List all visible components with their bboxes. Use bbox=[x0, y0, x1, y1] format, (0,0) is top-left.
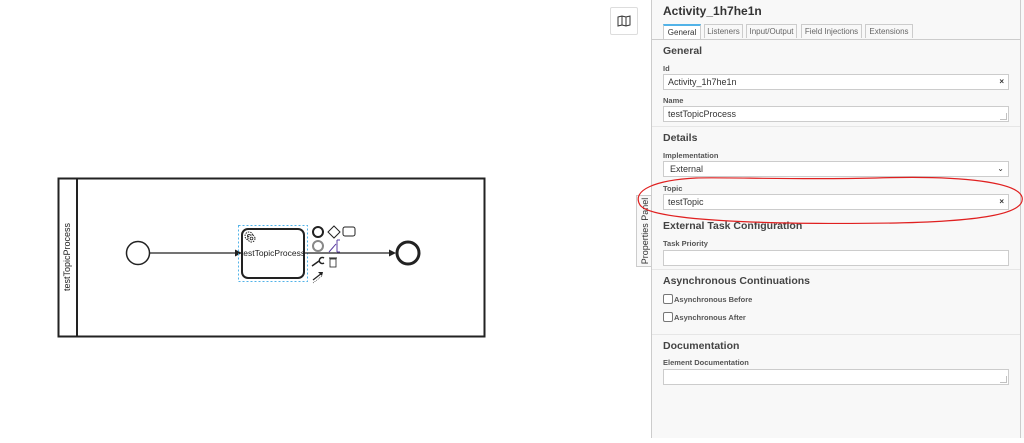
clear-icon[interactable]: × bbox=[999, 197, 1004, 206]
element-documentation-textarea[interactable] bbox=[663, 369, 1009, 385]
async-before-checkbox[interactable]: Asynchronous Before bbox=[663, 294, 752, 304]
section-external-task: External Task Configuration Task Priorit… bbox=[652, 214, 1020, 270]
element-documentation-label: Element Documentation bbox=[663, 358, 749, 367]
map-icon bbox=[617, 15, 631, 27]
async-after-label: Asynchronous After bbox=[674, 312, 746, 322]
implementation-label: Implementation bbox=[663, 151, 719, 160]
section-heading: Asynchronous Continuations bbox=[663, 275, 810, 287]
bpmn-diagram[interactable]: testTopicProcess testTopicProcess bbox=[0, 0, 651, 438]
topic-label: Topic bbox=[663, 184, 683, 193]
trash-icon[interactable] bbox=[329, 257, 337, 268]
checkbox-icon[interactable] bbox=[663, 294, 673, 304]
checkbox-icon[interactable] bbox=[663, 312, 673, 322]
properties-panel-toggle[interactable]: Properties Panel bbox=[636, 195, 652, 267]
async-before-label: Asynchronous Before bbox=[674, 294, 753, 304]
append-gateway-icon[interactable] bbox=[327, 225, 341, 239]
name-value: testTopicProcess bbox=[668, 109, 737, 119]
section-heading: Documentation bbox=[663, 340, 740, 352]
section-async: Asynchronous Continuations Asynchronous … bbox=[652, 270, 1020, 335]
context-pad[interactable] bbox=[311, 225, 356, 284]
async-after-checkbox[interactable]: Asynchronous After bbox=[663, 312, 746, 322]
minimap-toggle-button[interactable] bbox=[610, 7, 638, 35]
tab-general[interactable]: General bbox=[663, 24, 701, 39]
tab-listeners[interactable]: Listeners bbox=[704, 24, 743, 38]
implementation-select[interactable]: External ⌄ bbox=[663, 161, 1009, 177]
element-title: Activity_1h7he1n bbox=[663, 4, 762, 18]
section-details: Details Implementation External ⌄ Topic … bbox=[652, 127, 1020, 213]
tab-input-output[interactable]: Input/Output bbox=[746, 24, 797, 38]
clear-icon[interactable]: × bbox=[999, 77, 1004, 86]
tab-extensions[interactable]: Extensions bbox=[865, 24, 913, 38]
connect-icon[interactable] bbox=[312, 272, 323, 284]
id-label: Id bbox=[663, 64, 670, 73]
gear-icon bbox=[244, 231, 256, 243]
task-label: testTopicProcess bbox=[241, 248, 305, 258]
properties-panel: Activity_1h7he1n General Listeners Input… bbox=[651, 0, 1024, 438]
append-task-icon[interactable] bbox=[342, 226, 356, 237]
section-general: General Id Activity_1h7he1n × Name testT… bbox=[652, 40, 1020, 127]
properties-panel-toggle-label: Properties Panel bbox=[639, 197, 650, 265]
topic-value: testTopic bbox=[668, 197, 704, 207]
id-input[interactable]: Activity_1h7he1n × bbox=[663, 74, 1009, 90]
section-heading: Details bbox=[663, 132, 698, 144]
name-label: Name bbox=[663, 96, 684, 105]
name-textarea[interactable]: testTopicProcess bbox=[663, 106, 1009, 122]
text-annotation-icon[interactable] bbox=[328, 239, 340, 253]
id-value: Activity_1h7he1n bbox=[668, 77, 737, 87]
append-intermediate-event-icon[interactable] bbox=[312, 240, 324, 252]
task-priority-label: Task Priority bbox=[663, 239, 708, 248]
section-heading: General bbox=[663, 45, 703, 57]
pool-label: testTopicProcess bbox=[62, 222, 72, 291]
task-priority-input[interactable] bbox=[663, 250, 1009, 266]
section-documentation: Documentation Element Documentation bbox=[652, 335, 1020, 395]
bpmn-canvas[interactable]: testTopicProcess testTopicProcess bbox=[0, 0, 651, 438]
implementation-value: External bbox=[670, 164, 704, 174]
end-event[interactable] bbox=[395, 240, 421, 266]
start-event[interactable] bbox=[125, 240, 151, 266]
resize-grip-icon[interactable] bbox=[1000, 113, 1007, 120]
wrench-icon[interactable] bbox=[311, 256, 325, 267]
section-heading: External Task Configuration bbox=[663, 220, 803, 232]
tab-field-injections[interactable]: Field Injections bbox=[801, 24, 862, 38]
append-end-event-icon[interactable] bbox=[312, 226, 324, 238]
chevron-down-icon: ⌄ bbox=[997, 164, 1004, 173]
topic-input[interactable]: testTopic × bbox=[663, 194, 1009, 210]
tab-bar: General Listeners Input/Output Field Inj… bbox=[652, 24, 1020, 40]
resize-grip-icon[interactable] bbox=[1000, 376, 1007, 383]
